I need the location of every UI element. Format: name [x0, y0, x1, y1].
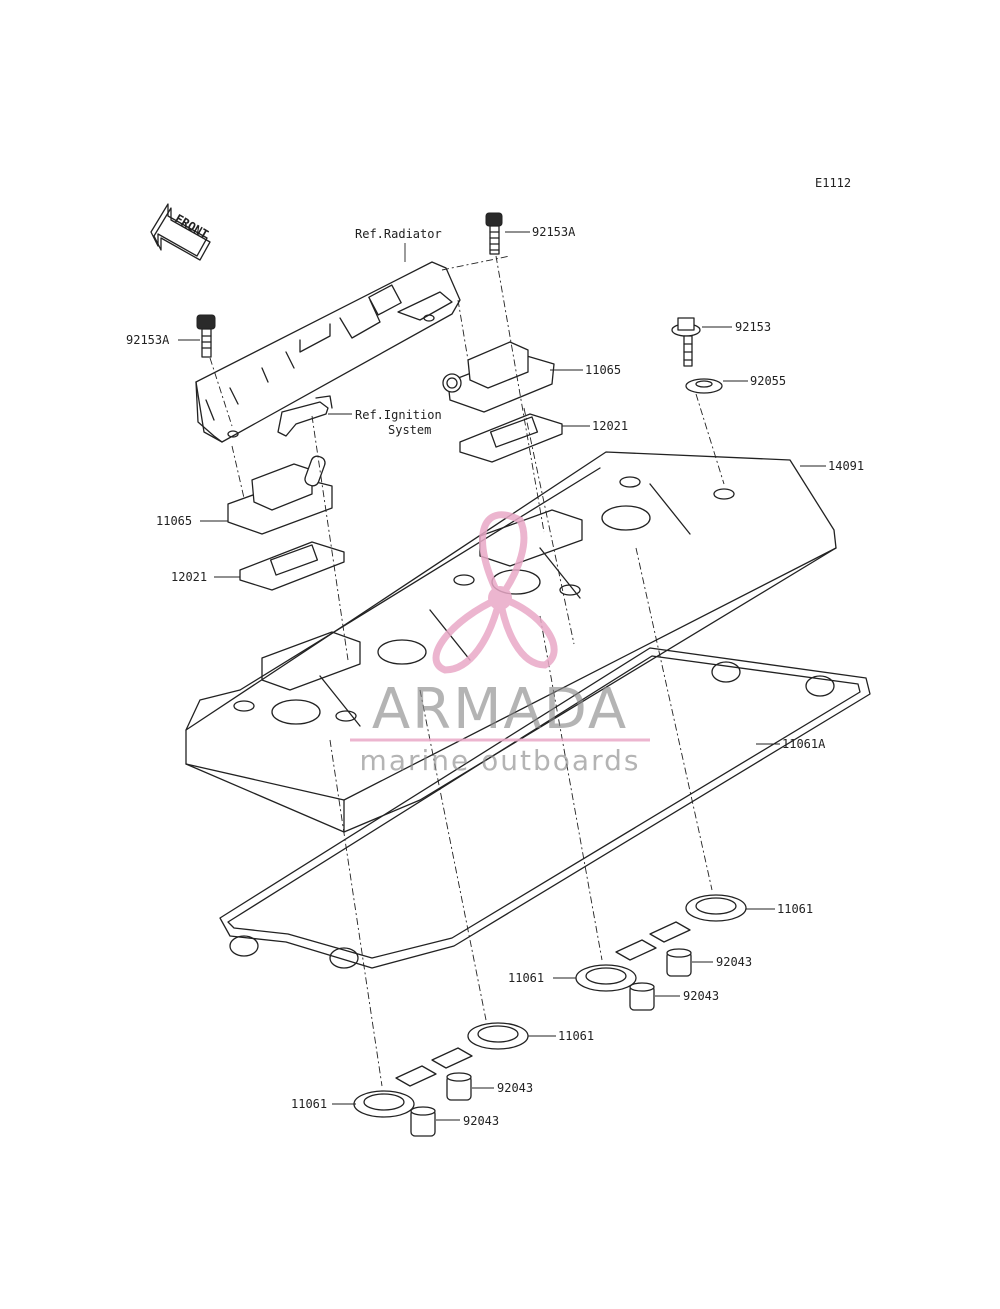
seal-11061-right-bottom	[575, 964, 637, 992]
washer-92055	[685, 378, 723, 394]
ref-ignition-line2: System	[388, 423, 431, 437]
dowel-92043-right-1	[666, 948, 692, 977]
bolt-92153a-left	[196, 314, 216, 358]
cap-11065-right	[442, 341, 555, 413]
label-11065-left: 11065	[156, 514, 192, 528]
gasket-11061a	[219, 647, 871, 969]
dowel-92043-left-2	[410, 1106, 436, 1137]
label-11061a: 11061A	[782, 737, 826, 751]
label-11061-left-bottom: 11061	[291, 1097, 327, 1111]
label-92153: 92153	[735, 320, 771, 334]
plate-12021-right	[459, 413, 563, 463]
radiator-bracket	[195, 261, 461, 443]
label-92153a-left: 92153A	[126, 333, 170, 347]
ignition-bracket	[277, 395, 333, 437]
label-12021-left: 12021	[171, 570, 207, 584]
cap-11065-left	[227, 455, 333, 535]
label-92055: 92055	[750, 374, 786, 388]
seal-11061-left-bottom	[353, 1090, 415, 1118]
armada-watermark: ARMADA marine outboards	[350, 511, 650, 777]
label-92043-left-1: 92043	[497, 1081, 533, 1095]
plate-12021-left	[239, 541, 345, 591]
bolt-92153-right	[671, 317, 701, 367]
seal-link-left	[395, 1047, 473, 1087]
label-92043-right-1: 92043	[716, 955, 752, 969]
label-12021-right: 12021	[592, 419, 628, 433]
alignment-lines	[209, 255, 725, 1087]
label-11061-left-top: 11061	[558, 1029, 594, 1043]
watermark-tagline: marine outboards	[360, 744, 641, 777]
seal-11061-left-top	[467, 1022, 529, 1050]
label-11061-right-top: 11061	[777, 902, 813, 916]
bolt-92153a-top	[485, 212, 503, 255]
dowel-92043-right-2	[629, 982, 655, 1011]
label-92043-right-2: 92043	[683, 989, 719, 1003]
label-14091: 14091	[828, 459, 864, 473]
label-11065-right: 11065	[585, 363, 621, 377]
seal-link-right	[615, 921, 691, 961]
diagram-code: E1112	[815, 176, 851, 190]
front-arrow-icon: FRONT	[150, 203, 211, 261]
watermark-brand: ARMADA	[372, 677, 628, 742]
label-11061-right-bottom: 11061	[508, 971, 544, 985]
propeller-logo-icon	[432, 511, 558, 674]
ref-radiator: Ref.Radiator	[355, 227, 442, 241]
ref-ignition-line1: Ref.Ignition	[355, 408, 442, 422]
label-92153a-top: 92153A	[532, 225, 576, 239]
seal-11061-right-top	[685, 894, 747, 922]
dowel-92043-left-1	[446, 1072, 472, 1101]
label-92043-left-2: 92043	[463, 1114, 499, 1128]
